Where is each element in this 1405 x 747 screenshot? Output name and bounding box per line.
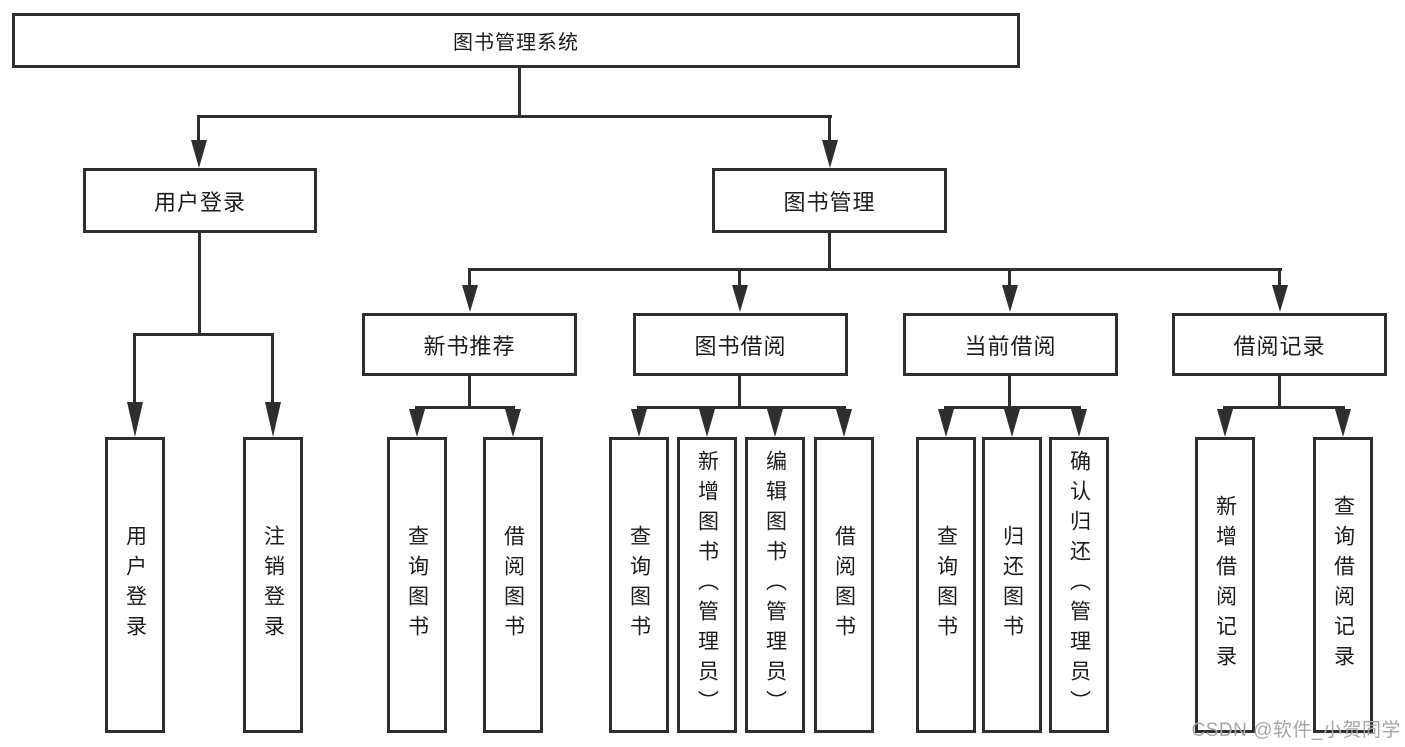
connector-line <box>828 233 831 271</box>
node-current-borrowing: 当前借阅 <box>903 313 1118 376</box>
connector-line <box>468 268 1282 271</box>
leaf-return-books: 归还图书 <box>982 437 1042 733</box>
leaf-logout: 注销登录 <box>243 437 303 733</box>
arrow-down-icon <box>1071 409 1087 437</box>
arrow-down-icon <box>1335 409 1351 437</box>
connector-line <box>133 333 136 403</box>
arrow-down-icon <box>409 409 425 437</box>
connector-line <box>1008 268 1011 288</box>
connector-line <box>1278 376 1281 409</box>
leaf-confirm-return-admin: 确认归还（管理员） <box>1049 437 1109 733</box>
arrow-down-icon <box>1004 409 1020 437</box>
leaf-edit-books-admin: 编辑图书（管理员） <box>745 437 805 733</box>
connector-line <box>1278 268 1281 288</box>
connector-line <box>468 268 471 288</box>
arrow-down-icon <box>127 402 143 437</box>
arrow-down-icon <box>1002 285 1018 312</box>
leaf-query-books-current: 查询图书 <box>916 437 976 733</box>
arrow-down-icon <box>836 409 852 437</box>
connector-line <box>271 333 274 403</box>
connector-line <box>197 115 200 142</box>
arrow-down-icon <box>767 409 783 437</box>
connector-line <box>197 115 832 118</box>
node-user-login: 用户登录 <box>83 168 317 233</box>
connector-line <box>198 233 201 336</box>
leaf-add-borrow-record: 新增借阅记录 <box>1195 437 1255 733</box>
arrow-down-icon <box>699 409 715 437</box>
arrow-down-icon <box>822 140 838 168</box>
arrow-down-icon <box>732 285 748 312</box>
node-library-management-system: 图书管理系统 <box>12 13 1020 68</box>
node-new-book-recommend: 新书推荐 <box>362 313 577 376</box>
connector-line <box>1223 406 1345 409</box>
connector-line <box>468 376 471 409</box>
connector-line <box>518 68 521 118</box>
leaf-query-books-borrowing: 查询图书 <box>609 437 669 733</box>
arrow-down-icon <box>462 285 478 312</box>
connector-line <box>738 376 741 409</box>
node-book-management: 图书管理 <box>712 168 947 233</box>
node-borrow-records: 借阅记录 <box>1172 313 1387 376</box>
leaf-user-login: 用户登录 <box>105 437 165 733</box>
leaf-query-borrow-record: 查询借阅记录 <box>1313 437 1373 733</box>
leaf-borrow-books-recommend: 借阅图书 <box>483 437 543 733</box>
connector-line <box>1008 376 1011 409</box>
leaf-borrow-books-borrowing: 借阅图书 <box>814 437 874 733</box>
arrow-down-icon <box>505 409 521 437</box>
connector-line <box>637 406 846 409</box>
leaf-add-books-admin: 新增图书（管理员） <box>677 437 737 733</box>
connector-line <box>415 406 515 409</box>
arrow-down-icon <box>265 402 281 437</box>
arrow-down-icon <box>631 409 647 437</box>
arrow-down-icon <box>1272 285 1288 312</box>
connector-line <box>944 406 1081 409</box>
arrow-down-icon <box>938 409 954 437</box>
leaf-query-books-recommend: 查询图书 <box>387 437 447 733</box>
connector-line <box>738 268 741 288</box>
watermark: CSDN @软件_小贺同学 <box>1191 720 1401 741</box>
arrow-down-icon <box>1217 409 1233 437</box>
connector-line <box>828 115 831 142</box>
node-book-borrowing: 图书借阅 <box>633 313 848 376</box>
connector-line <box>133 333 274 336</box>
arrow-down-icon <box>191 140 207 168</box>
